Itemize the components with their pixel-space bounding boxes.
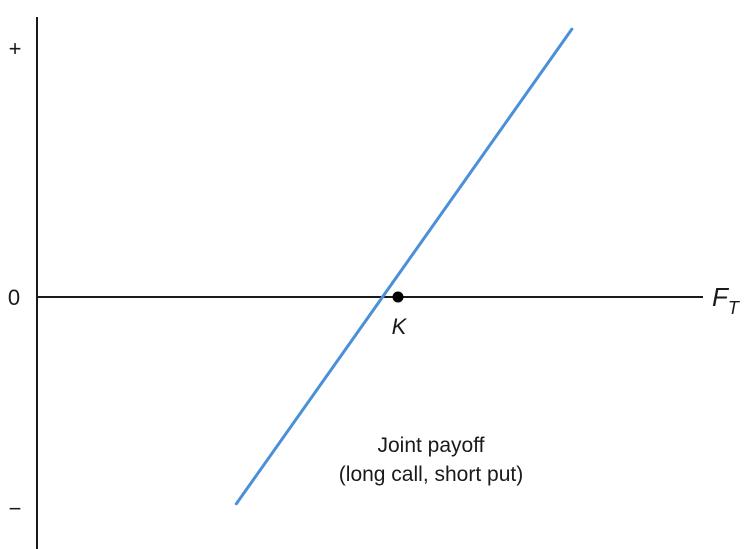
annotation-line-2: (long call, short put): [339, 463, 523, 486]
strike-label: K: [392, 314, 408, 339]
series-line-joint-payoff: [234, 27, 574, 506]
y-tick-label-minus: −: [9, 496, 22, 521]
x-axis-label-variable: F: [712, 282, 730, 312]
y-tick-label-plus: +: [9, 36, 22, 61]
strike-point: [392, 291, 404, 303]
annotation-line-1: Joint payoff: [377, 434, 484, 457]
x-axis-label: FT: [712, 282, 741, 318]
y-tick-label-zero: 0: [8, 285, 20, 310]
x-axis-label-subscript: T: [728, 298, 741, 318]
